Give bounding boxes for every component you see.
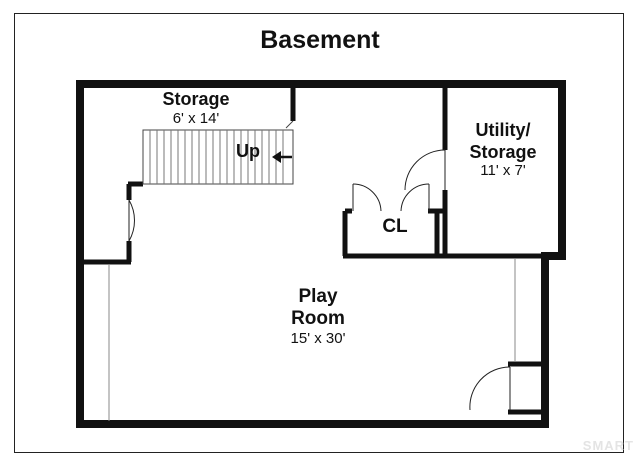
utility-room-name-line2: Storage: [469, 142, 537, 162]
wall-openings: [108, 258, 516, 421]
play-room-name: Play Room: [258, 286, 378, 330]
plan-frame: [14, 13, 624, 453]
exterior-door: [469, 361, 545, 415]
stairs-up-label: Up: [236, 141, 260, 161]
arrow-left-icon: [272, 151, 292, 163]
utility-walls: [343, 84, 562, 259]
play-room-name-line1: Play: [298, 286, 338, 307]
plan-title: Basement: [260, 26, 380, 54]
play-room-dimensions: 15' x 30': [290, 330, 346, 347]
brand-watermark: SMART: [582, 438, 634, 453]
stair-outline: [142, 129, 294, 185]
stair-top-edge: [285, 120, 294, 129]
closet-label: CL: [382, 216, 408, 237]
utility-door: [404, 149, 446, 191]
exterior-door-swing: [469, 366, 511, 411]
closet-door-left-swing: [352, 183, 382, 212]
storage-room-name: Storage: [162, 89, 230, 109]
staircase: [142, 120, 294, 185]
play-room-name-line2: Room: [291, 308, 345, 329]
storage-room-dimensions: 6' x 14': [172, 110, 220, 127]
utility-room-name-line1: Utility/: [475, 120, 531, 140]
closet-walls: [342, 208, 445, 256]
utility-room-name: Utility/ Storage: [448, 119, 558, 163]
storage-door: [128, 199, 135, 242]
storage-walls: [80, 84, 296, 265]
storage-door-swing: [128, 199, 135, 242]
closet-door-right-swing: [400, 183, 430, 212]
utility-door-swing: [404, 149, 446, 191]
closet-doors: [352, 183, 430, 212]
utility-room-dimensions: 11' x 7': [480, 162, 526, 179]
